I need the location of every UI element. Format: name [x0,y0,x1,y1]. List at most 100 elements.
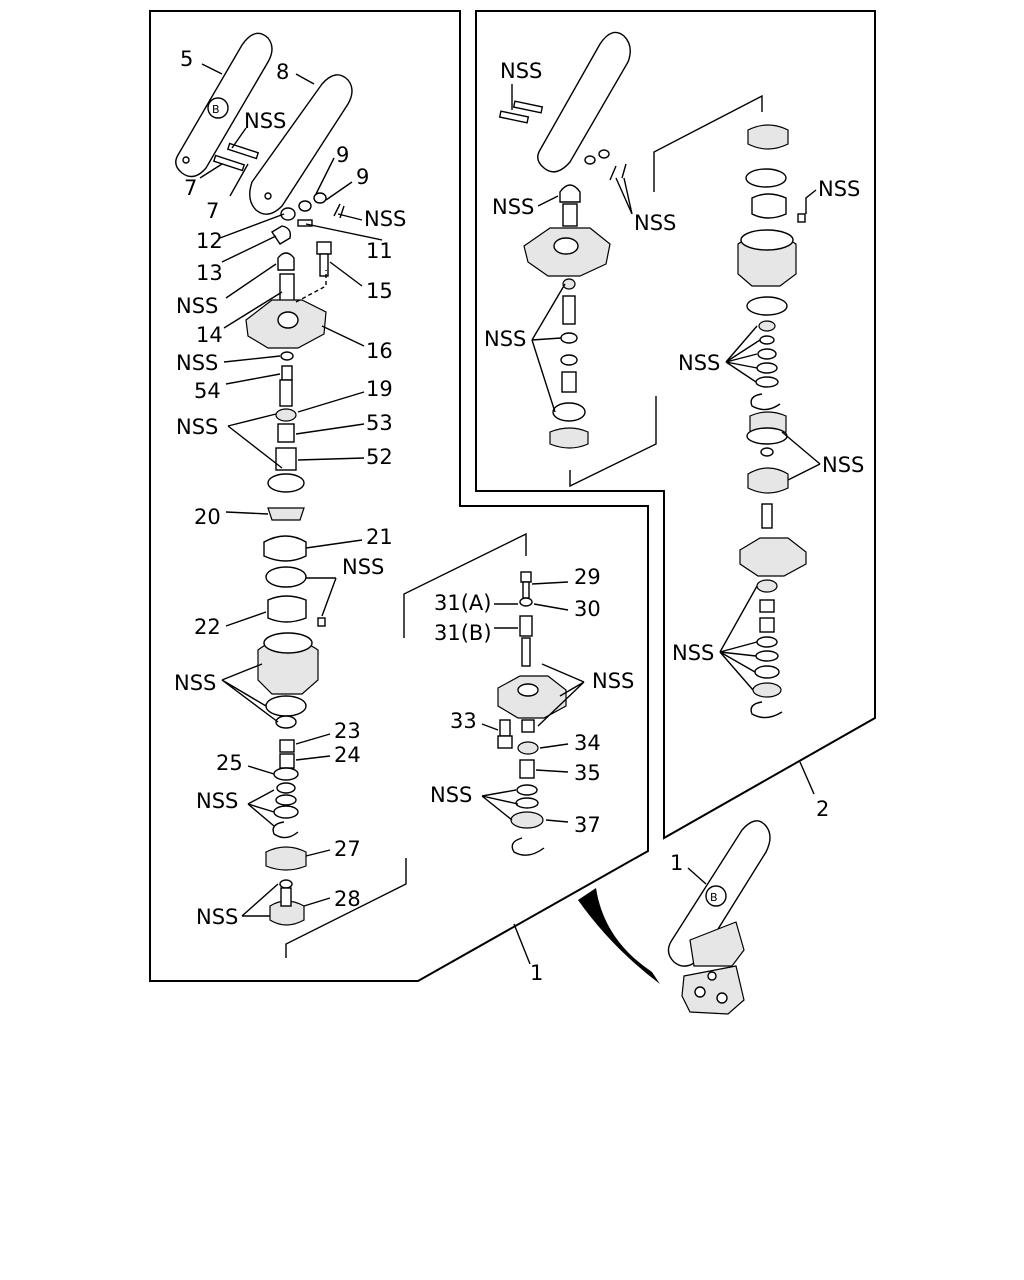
piston-23 [279,739,295,753]
washers-9 [298,192,327,212]
spring-24 [279,753,295,769]
group-2-border [475,10,876,840]
oring-22-top [265,566,307,588]
callout-30: 30 [574,597,601,621]
group-2-label: 2 [816,797,829,821]
spring-35 [519,759,535,779]
piston-r [747,467,789,494]
cotter-pins [609,163,627,181]
rod [521,637,531,667]
ring-25 [273,767,299,781]
ring-nss-h3 [273,805,299,819]
cover-sub [497,675,567,719]
callout-53: 53 [366,411,393,435]
callout-19: 19 [366,377,393,401]
ring-nss-k2 [515,797,539,809]
bracket-dashed [295,270,327,303]
pedal-5: B [175,32,273,178]
callout-23: 23 [334,719,361,743]
bolt-15 [316,241,332,277]
bolt-r-lower [761,503,773,529]
callout-25: 25 [216,751,243,775]
pins-7 [212,142,260,172]
oring-r-top [745,168,787,188]
piston-sub [521,719,535,733]
callout-nss: NSS [196,789,238,813]
washer-19 [275,408,297,422]
callout-8: 8 [276,60,289,84]
bolt-r [562,295,576,325]
spring-53 [277,423,295,443]
ring-30 [519,597,533,607]
callout-9: 9 [336,143,349,167]
callout-31b: 31(B) [434,621,492,645]
snapring-r [750,393,781,411]
bracket-r-top [653,94,763,192]
callout-37: 37 [574,813,601,837]
ring-r-j [754,665,780,679]
callout-35: 35 [574,761,601,785]
callout-nss: NSS [430,783,472,807]
leader-lines [199,63,821,965]
callout-13: 13 [196,261,223,285]
oring-nss-e [267,473,305,493]
cover-r-hole [553,237,579,255]
bracket-r-bottom [569,396,657,488]
callout-nss: NSS [634,211,676,235]
svg-text:B: B [710,891,718,904]
callout-34: 34 [574,731,601,755]
callout-nss: NSS [174,671,216,695]
cap-r [559,184,581,203]
spring-r [561,371,577,393]
piston-28-stem [280,887,292,907]
assembly-arrow [578,888,660,984]
pedal-8 [249,74,353,215]
callout-nss: NSS [818,177,860,201]
piston-r-lower [759,599,775,613]
ring-34 [517,741,539,755]
ring-nss-h1 [276,782,296,794]
callout-22: 22 [194,615,221,639]
callout-54: 54 [194,379,221,403]
callout-20: 20 [194,505,221,529]
valve-20 [267,507,305,521]
ring-r3 [560,354,578,366]
callout-nss: NSS [176,351,218,375]
pin-r-nss [797,213,806,223]
spring-31 [519,615,533,637]
plunger-14 [279,273,295,303]
washer-37 [510,811,544,829]
callout-28: 28 [334,887,361,911]
snapring-r-lower [750,701,783,719]
callout-9: 9 [356,165,369,189]
bolt-33 [497,719,513,749]
spring-r-top [751,193,787,219]
plunger-r [562,203,578,227]
callout-16: 16 [366,339,393,363]
callout-14: 14 [196,323,223,347]
ring-r-i [755,650,779,662]
assembly-valve [681,921,745,1015]
callout-15: 15 [366,279,393,303]
callout-nss: NSS [592,669,634,693]
callout-31a: 31(A) [434,591,491,615]
valve-r [549,427,589,449]
ring-r1 [562,278,576,290]
callout-nss: NSS [672,641,714,665]
ring-nss-h2 [275,794,297,806]
ring-nss-i [279,879,293,889]
pin-nss-f [317,617,326,627]
pin-11 [297,203,345,227]
svg-text:B: B [212,103,220,116]
washer-r [752,682,782,698]
ring-r2 [560,332,578,344]
callout-nss: NSS [176,415,218,439]
ring-r-d [756,362,778,374]
group-1-label: 1 [530,961,543,985]
housing-r-top [740,229,794,251]
callout-12: 12 [196,229,223,253]
callout-33: 33 [450,709,477,733]
callout-11: 11 [366,239,393,263]
spring-22 [267,595,307,623]
ring-nss-k1 [516,784,538,796]
